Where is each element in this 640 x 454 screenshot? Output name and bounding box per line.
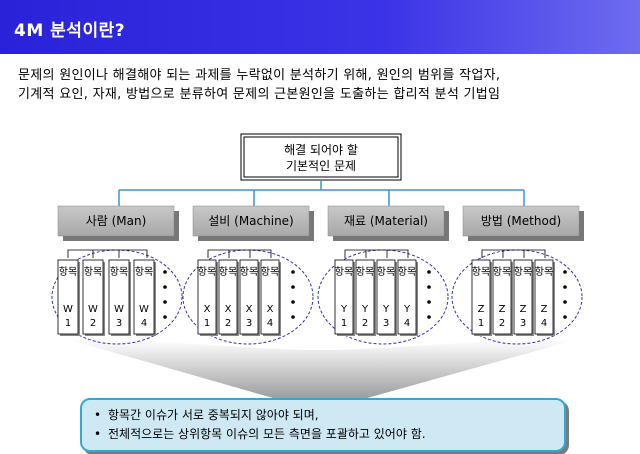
item-code: X (225, 304, 232, 315)
item-top: 항목 (84, 266, 102, 278)
item-top: 항목 (335, 266, 353, 278)
item-top: 항목 (535, 266, 553, 278)
more-dots (163, 270, 167, 319)
summary-bullet-2: 전체적으로는 상위항목 이슈의 모든 측면을 포괄하고 있어야 함. (94, 425, 564, 444)
root-line-2: 기본적인 문제 (286, 159, 356, 173)
item-top: 항목 (59, 266, 77, 278)
item-code: Z (520, 304, 527, 315)
item-group-man: 항목 W 1 항목 W 2 항목 W 3 항목 W 4 (51, 249, 183, 345)
category-label: 재료 (Material) (344, 214, 428, 228)
category-label: 설비 (Machine) (208, 214, 294, 228)
item-code: W (139, 304, 149, 315)
item-num: 2 (362, 318, 368, 329)
tree-connectors (118, 180, 525, 206)
item-code: X (204, 304, 211, 315)
item-code: Y (361, 304, 369, 315)
root-line-1: 해결 되어야 할 (284, 143, 358, 157)
item-num: 1 (204, 318, 210, 329)
item-num: 2 (225, 318, 231, 329)
item-num: 4 (404, 318, 410, 329)
item-code: Z (499, 304, 506, 315)
item-code: Y (382, 304, 390, 315)
item-num: 1 (65, 318, 71, 329)
item-code: W (114, 304, 124, 315)
more-dots (427, 270, 431, 319)
item-code: W (63, 304, 73, 315)
description: 문제의 원인이나 해결해야 되는 과제를 누락없이 분석하기 위해, 원인의 범… (18, 66, 628, 104)
summary-bullet-1: 항목간 이슈가 서로 중복되지 않아야 되며, (94, 406, 564, 425)
item-num: 3 (383, 318, 389, 329)
item-code: W (88, 304, 98, 315)
item-top: 항목 (398, 266, 416, 278)
item-num: 4 (141, 318, 147, 329)
item-code: X (246, 304, 253, 315)
funnel-shape (70, 340, 575, 400)
item-top: 항목 (472, 266, 490, 278)
item-code: Y (403, 304, 411, 315)
item-top: 항목 (261, 266, 279, 278)
item-top: 항목 (240, 266, 258, 278)
category-label: 사람 (Man) (86, 214, 147, 228)
item-group-machine: 항목 X 1 항목 X 2 항목 X 3 항목 X 4 (182, 249, 314, 345)
category-man: 사람 (Man) (57, 205, 179, 241)
item-top: 항목 (514, 266, 532, 278)
item-top: 항목 (356, 266, 374, 278)
more-dots (563, 270, 567, 319)
item-code: X (267, 304, 274, 315)
category-machine: 설비 (Machine) (192, 205, 314, 241)
item-top: 항목 (135, 266, 153, 278)
item-num: 4 (267, 318, 273, 329)
item-code: Z (541, 304, 548, 315)
item-code: Z (478, 304, 485, 315)
more-dots (291, 270, 295, 319)
item-num: 1 (341, 318, 347, 329)
description-line-2: 기계적 요인, 자재, 방법으로 분류하여 문제의 근본원인을 도출하는 합리적… (18, 87, 501, 102)
category-method: 방법 (Method) (462, 205, 584, 241)
summary-list: 항목간 이슈가 서로 중복되지 않아야 되며, 전체적으로는 상위항목 이슈의 … (82, 400, 564, 444)
item-num: 4 (541, 318, 547, 329)
item-top: 항목 (110, 266, 128, 278)
root-problem-box: 해결 되어야 할 기본적인 문제 (240, 133, 402, 181)
item-top: 항목 (198, 266, 216, 278)
item-num: 2 (499, 318, 505, 329)
summary-box: 항목간 이슈가 서로 중복되지 않아야 되며, 전체적으로는 상위항목 이슈의 … (80, 398, 566, 452)
item-num: 1 (478, 318, 484, 329)
item-top: 항목 (219, 266, 237, 278)
item-group-method: 항목 Z 1 항목 Z 2 항목 Z 3 항목 Z 4 (451, 249, 583, 345)
category-label: 방법 (Method) (481, 214, 561, 228)
item-top: 항목 (377, 266, 395, 278)
item-num: 3 (246, 318, 252, 329)
description-line-1: 문제의 원인이나 해결해야 되는 과제를 누락없이 분석하기 위해, 원인의 범… (18, 68, 501, 83)
title-bar: 4M 분석이란? (0, 0, 640, 54)
category-material: 재료 (Material) (327, 205, 449, 241)
item-code: Y (340, 304, 348, 315)
item-num: 2 (90, 318, 96, 329)
item-num: 3 (520, 318, 526, 329)
item-num: 3 (116, 318, 122, 329)
item-group-material: 항목 Y 1 항목 Y 2 항목 Y 3 항목 Y 4 (317, 249, 449, 345)
item-top: 항목 (493, 266, 511, 278)
slide-title: 4M 분석이란? (14, 21, 126, 41)
